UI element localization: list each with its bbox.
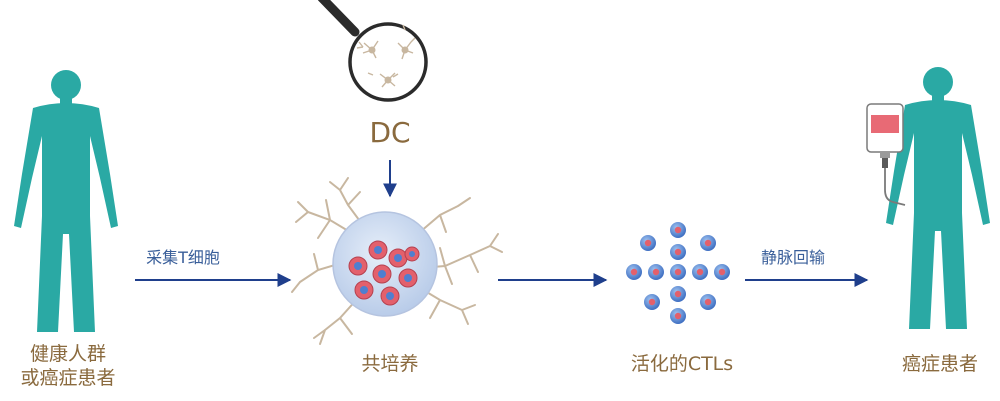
left-group-line1: 健康人群	[29, 343, 106, 365]
dc-label: DC	[369, 116, 411, 149]
tcell-group	[348, 240, 420, 306]
ctl-cell	[670, 244, 686, 260]
iv-bag-icon	[866, 103, 906, 206]
collect-tcell-label: 采集T细胞	[146, 248, 220, 267]
ctl-cell	[648, 264, 664, 280]
ctl-cell	[670, 222, 686, 238]
ctl-cell	[670, 286, 686, 302]
ctl-cell	[640, 235, 656, 251]
ctl-cell	[692, 264, 708, 280]
right-group-label: 癌症患者	[901, 353, 978, 375]
ctl-cell	[626, 264, 642, 280]
ctl-cell	[714, 264, 730, 280]
ctl-cell	[700, 294, 716, 310]
left-group-line2: 或癌症患者	[20, 367, 116, 389]
left-person-icon	[14, 70, 118, 332]
ctl-cell	[644, 294, 660, 310]
ctl-cell	[700, 235, 716, 251]
ctl-cell	[670, 264, 686, 280]
activated-ctls-label: 活化的CTLs	[630, 353, 734, 375]
magnifier-icon	[317, 0, 428, 102]
left-group-label: 健康人群 或癌症患者	[10, 342, 126, 390]
iv-infusion-label: 静脉回输	[760, 248, 825, 267]
coculture-label: 共培养	[361, 353, 419, 375]
ctl-cell	[670, 308, 686, 324]
ctl-cluster	[626, 222, 730, 324]
coculture-icon	[291, 177, 503, 345]
